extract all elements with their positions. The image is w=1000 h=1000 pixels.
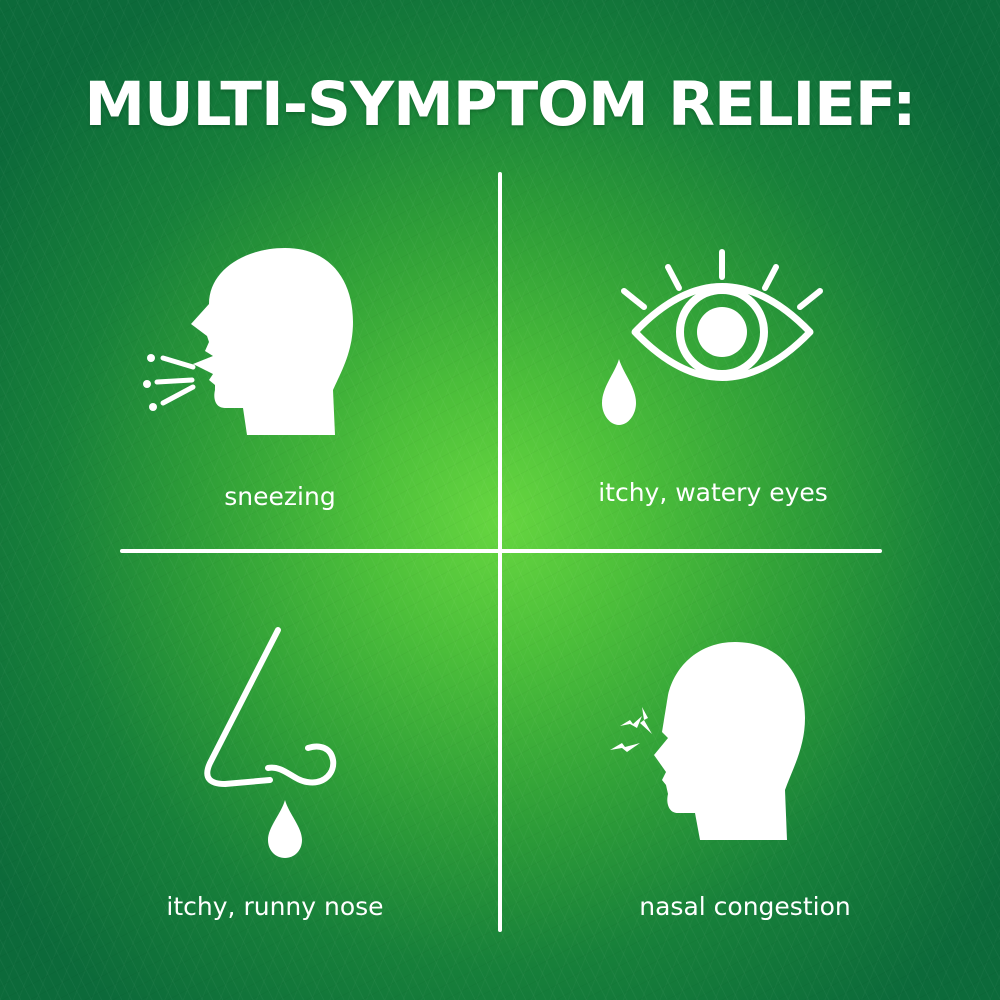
symptom-label: sneezing [224,482,336,511]
symptom-label: itchy, runny nose [166,892,384,921]
runny-nose-icon [204,627,337,858]
congested-head-icon [610,642,805,840]
page-title: MULTI-SYMPTOM RELIEF: [84,69,916,140]
sneezing-head-icon [143,248,353,435]
symptom-label: itchy, watery eyes [598,478,828,507]
symptom-label: nasal congestion [639,892,851,921]
horizontal-divider [120,549,882,553]
watery-eye-icon [602,249,823,425]
